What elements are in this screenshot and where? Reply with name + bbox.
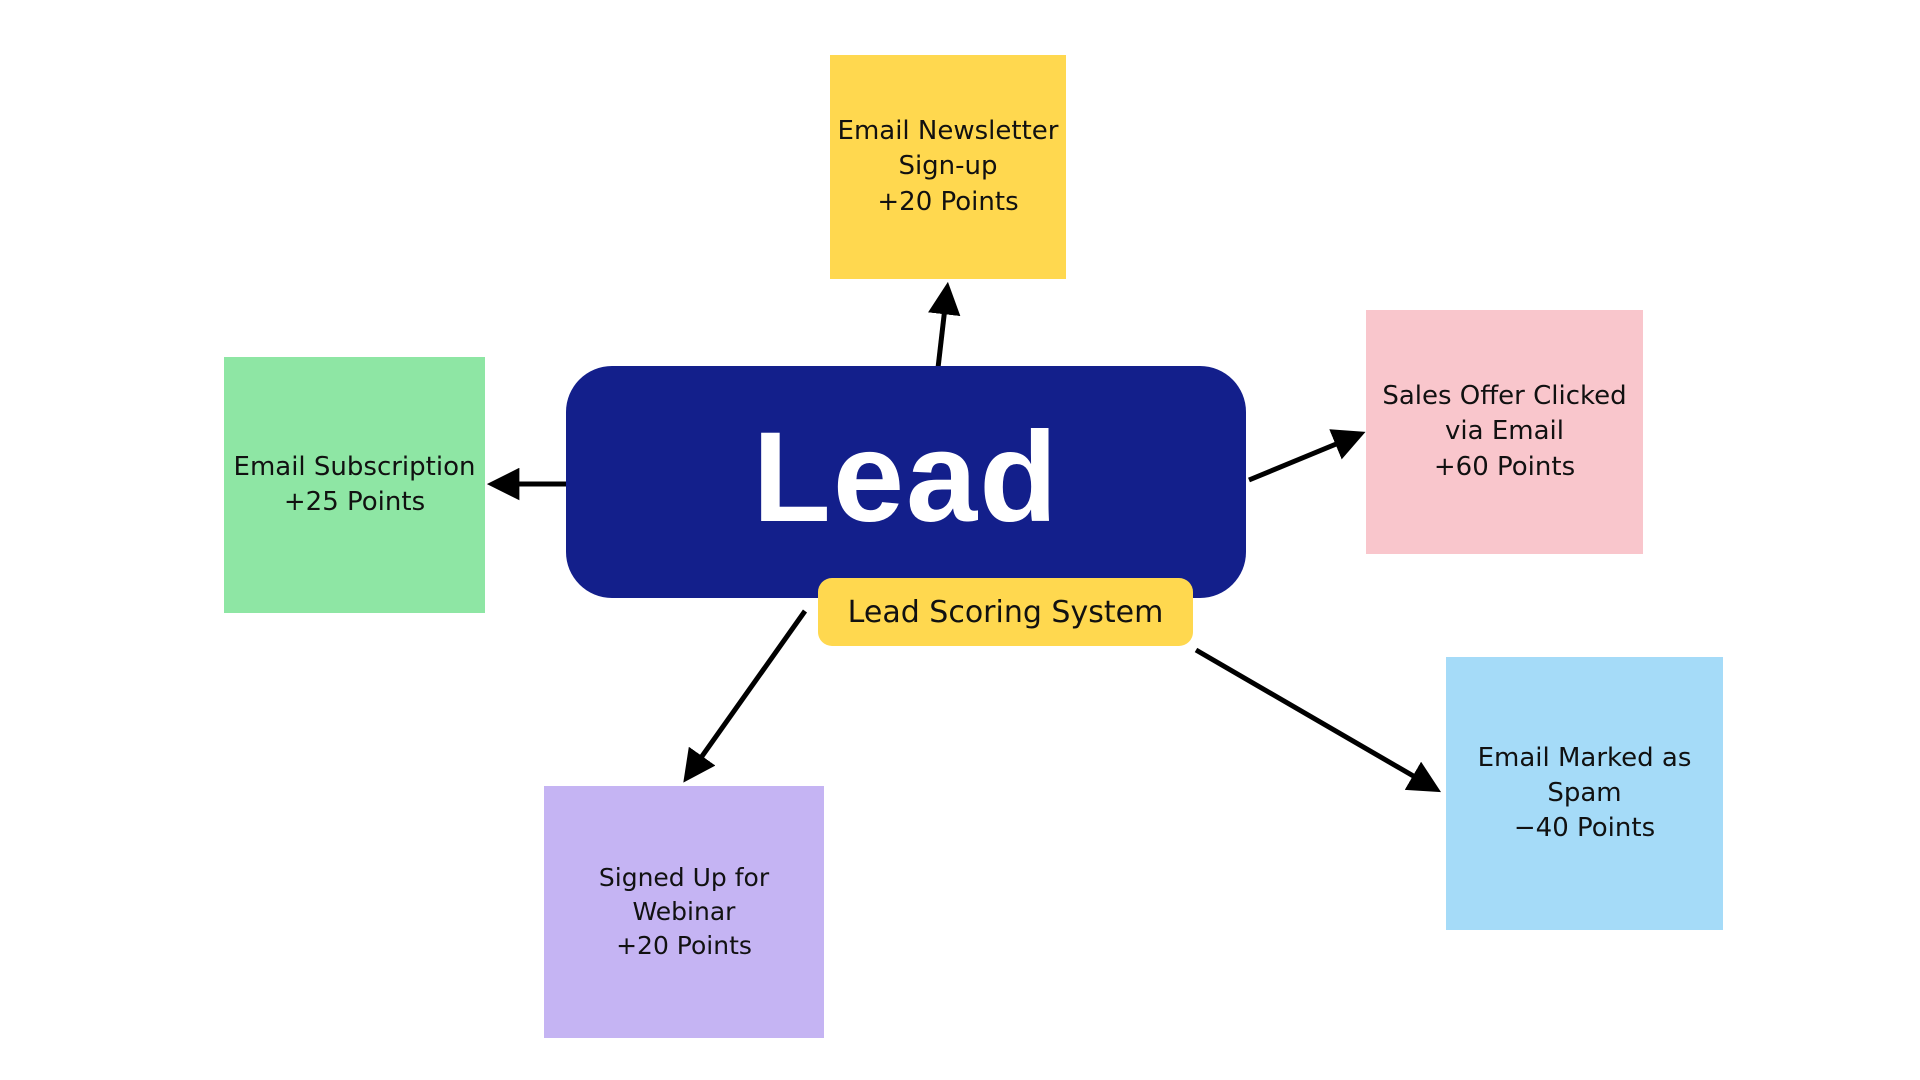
arrow-to-spam [1194, 647, 1442, 793]
note-points: +20 Points [877, 186, 1019, 217]
note-email-marked-spam[interactable]: Email Marked as Spam −40 Points [1446, 657, 1723, 930]
lead-scoring-system-badge[interactable]: Lead Scoring System [818, 578, 1193, 646]
note-points: +60 Points [1433, 451, 1576, 482]
lead-scoring-system-label: Lead Scoring System [847, 594, 1164, 630]
arrow-to-newsletter [928, 281, 961, 369]
note-email-newsletter-signup[interactable]: Email Newsletter Sign-up +20 Points [830, 55, 1066, 279]
note-signed-up-webinar[interactable]: Signed Up for Webinar +20 Points [544, 786, 824, 1038]
lead-node[interactable]: Lead [566, 366, 1246, 598]
note-title: Sales Offer Clicked via Email [1382, 381, 1627, 447]
arrow-to-sales-offer [1248, 429, 1366, 483]
note-title: Email Newsletter Sign-up [837, 116, 1059, 182]
note-points: +20 Points [616, 930, 752, 960]
arrow-to-webinar [683, 609, 808, 783]
note-title: Email Marked as Spam [1477, 742, 1692, 808]
note-title: Email Subscription [233, 451, 476, 482]
note-points: +25 Points [283, 487, 426, 517]
note-points: −40 Points [1513, 813, 1656, 844]
note-title: Signed Up for Webinar [598, 863, 770, 927]
lead-node-label: Lead [752, 406, 1060, 549]
note-sales-offer-clicked[interactable]: Sales Offer Clicked via Email +60 Points [1366, 310, 1643, 554]
note-email-subscription[interactable]: Email Subscription +25 Points [224, 357, 485, 613]
